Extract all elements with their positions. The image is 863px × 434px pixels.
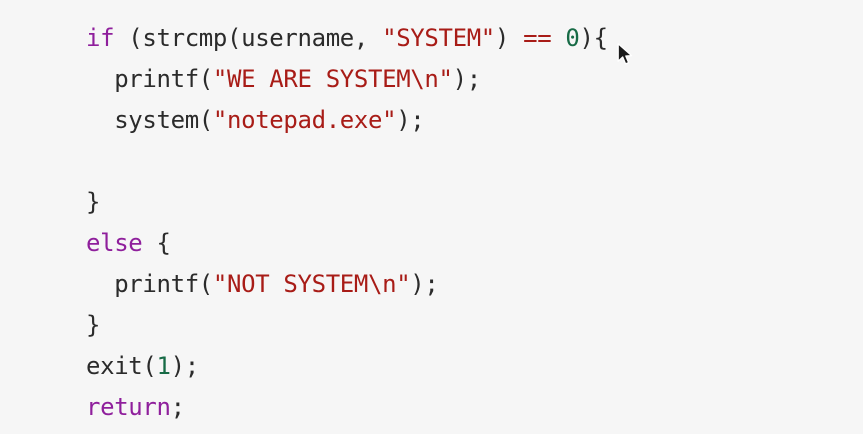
code-token-number: 1 (156, 352, 171, 380)
code-token-plain: ); (170, 352, 200, 380)
code-token-plain: ); (396, 106, 425, 134)
code-line: if (strcmp(username, "SYSTEM") == 0){ (0, 18, 863, 59)
code-token-plain: exit( (86, 352, 157, 380)
code-line: } (0, 182, 863, 223)
code-line: ​ (0, 141, 863, 182)
code-token-plain: ); (452, 65, 482, 93)
code-token-string: "SYSTEM" (382, 24, 495, 52)
code-token-plain: system( (86, 106, 213, 134)
code-token-plain: ); (410, 270, 439, 298)
code-token-string: "WE ARE SYSTEM\n" (212, 65, 453, 93)
code-token-plain (551, 24, 565, 52)
code-line: exit(1); (0, 346, 863, 387)
code-line: printf("NOT SYSTEM\n"); (0, 264, 863, 305)
code-token-plain: } (86, 311, 101, 339)
code-token-plain: (strcmp(username, (114, 24, 383, 52)
code-token-plain: } (86, 188, 101, 216)
code-token-plain: ) (494, 24, 524, 52)
code-token-plain: printf( (86, 65, 213, 93)
code-token-string: "NOT SYSTEM\n" (212, 270, 411, 298)
code-token-plain: printf( (86, 270, 213, 298)
code-token-keyword: else (86, 229, 143, 257)
code-line: return; (0, 387, 863, 428)
code-line: else { (0, 223, 863, 264)
code-token-keyword: if (86, 24, 115, 52)
code-line: system("notepad.exe"); (0, 100, 863, 141)
code-token-number: 0 (565, 24, 580, 52)
code-token-plain: ){ (579, 24, 609, 52)
code-token-operator: == (523, 24, 552, 52)
code-line: printf("WE ARE SYSTEM\n"); (0, 59, 863, 100)
code-token-plain: ; (170, 393, 185, 421)
code-token-keyword: return (86, 393, 171, 421)
code-token-plain: { (142, 229, 171, 257)
code-line: } (0, 305, 863, 346)
code-token-string: "notepad.exe" (212, 106, 397, 134)
